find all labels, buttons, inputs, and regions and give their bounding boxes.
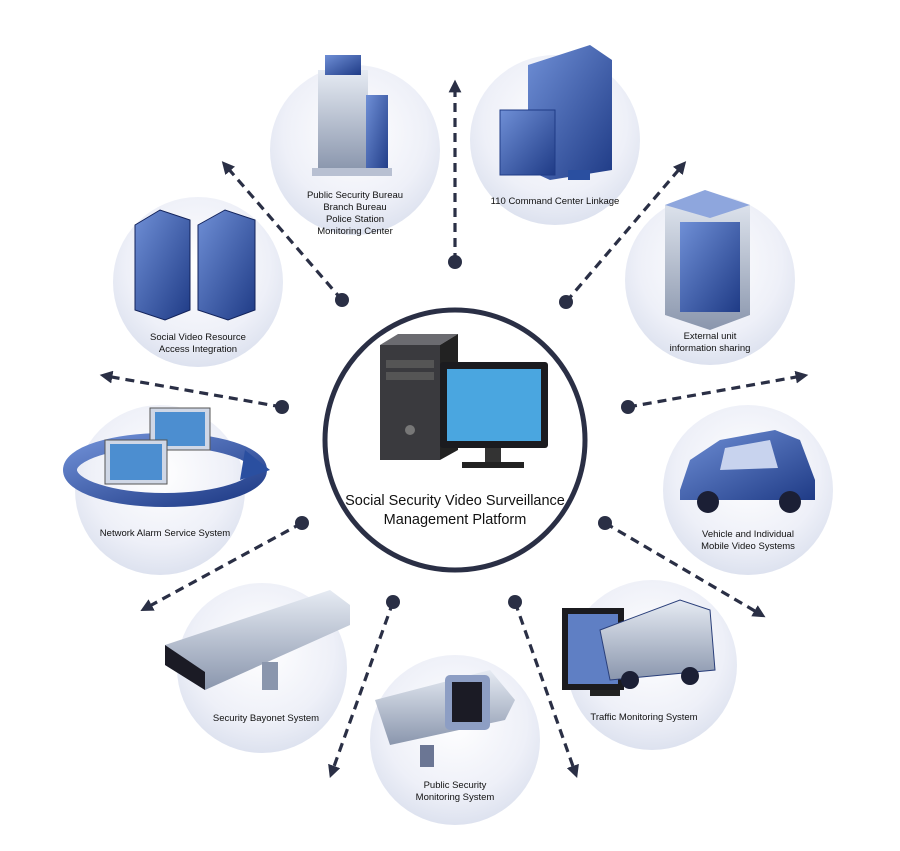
connection-arrow xyxy=(221,161,349,307)
network-monitors-icon xyxy=(63,407,270,507)
command-building-icon xyxy=(499,45,612,180)
dome-camera-icon xyxy=(375,670,515,767)
platform-title-line2: Management Platform xyxy=(384,512,527,528)
label-traffic: Traffic Monitoring System xyxy=(590,712,697,723)
node-labels: Public Security Bureau Branch Bureau Pol… xyxy=(100,190,795,803)
label-external-line2: information sharing xyxy=(670,343,751,354)
connection-arrow xyxy=(598,516,766,618)
label-psb-line4: Monitoring Center xyxy=(317,226,393,237)
box-camera-icon xyxy=(165,590,350,690)
label-vehicle-line2: Mobile Video Systems xyxy=(701,541,795,552)
label-command-center: 110 Command Center Linkage xyxy=(491,196,620,207)
connection-arrow xyxy=(559,161,687,309)
bus-monitor-icon xyxy=(562,599,716,696)
platform-title-line1: Social Security Video Surveillance xyxy=(345,493,565,509)
label-vehicle-line1: Vehicle and Individual xyxy=(702,529,794,540)
office-tower-icon xyxy=(312,55,392,176)
label-social-video-line1: Social Video Resource xyxy=(150,332,246,343)
connection-arrow xyxy=(140,516,309,612)
server-building-icon xyxy=(665,190,750,330)
connection-arrow xyxy=(508,595,579,779)
label-psb-line2: Branch Bureau xyxy=(323,202,386,213)
label-social-video-line2: Access Integration xyxy=(159,344,237,355)
connection-arrow xyxy=(99,370,289,414)
label-bayonet: Security Bayonet System xyxy=(213,713,319,724)
label-network-alarm: Network Alarm Service System xyxy=(100,528,230,539)
twin-buildings-icon xyxy=(134,209,256,321)
connection-arrow xyxy=(621,370,809,414)
label-psb-line1: Public Security Bureau xyxy=(307,190,403,201)
connections xyxy=(99,79,809,779)
label-public-monitoring-line2: Monitoring System xyxy=(416,792,495,803)
car-icon xyxy=(680,430,815,513)
computer-icon xyxy=(380,334,548,468)
connection-arrow xyxy=(328,595,400,779)
label-external-line1: External unit xyxy=(684,331,737,342)
central-platform: Social Security Video Surveillance Manag… xyxy=(322,307,588,573)
label-public-monitoring-line1: Public Security xyxy=(424,780,487,791)
connection-arrow xyxy=(448,79,462,269)
label-psb-line3: Police Station xyxy=(326,214,384,225)
